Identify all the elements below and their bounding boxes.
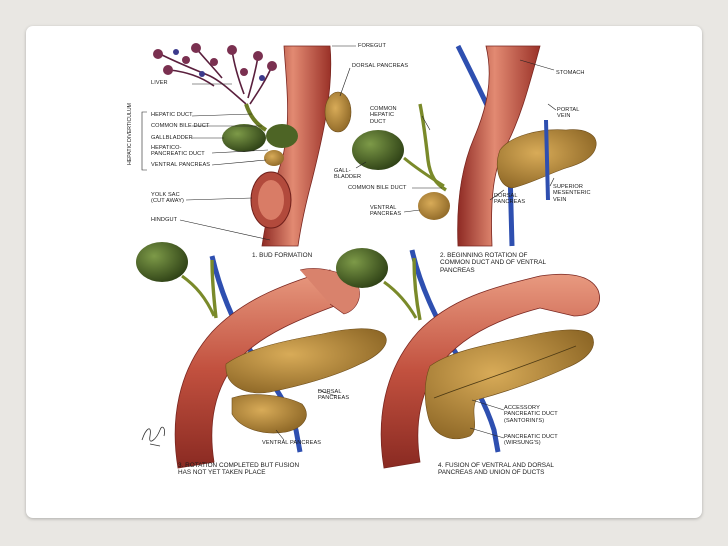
panel-4-fusion (336, 248, 600, 469)
caption-panel-4: 4. Fusion of Ventral and Dorsal Pancreas… (438, 462, 554, 477)
ventral-pancreas-3 (231, 394, 307, 434)
label-hepatic-diverticulum: Hepatic Diverticulum (127, 103, 133, 165)
gallbladder-bud (222, 124, 266, 152)
label-hepatico-pancreatic-duct: Hepatico- Pancreatic Duct (151, 145, 205, 158)
label-yolk-sac: Yolk Sac (Cut Away) (151, 192, 185, 205)
pancreatic-duct-line (433, 345, 577, 399)
panel-1-bud-formation (141, 43, 356, 247)
label-common-bile-duct-1: Common Bile Duct (151, 123, 210, 129)
label-gallbladder-2: Gall- bladder (334, 168, 362, 181)
gallbladder-2 (352, 130, 404, 170)
label-hepatic-duct: Hepatic Duct (151, 112, 193, 118)
label-common-bile-duct-2: Common Bile Duct (348, 185, 407, 191)
caption-panel-1: 1. Bud Formation (252, 252, 313, 259)
label-dorsal-pancreas-1: Dorsal Pancreas (352, 63, 409, 69)
label-dorsal-pancreas-3: Dorsal Pancreas (318, 389, 350, 402)
common-hepatic-duct-2 (418, 103, 447, 192)
caption-panel-2: 2. Beginning Rotation of Common Duct and… (440, 252, 547, 274)
caption-panel-3: 3. Rotation Completed but Fusion Has Not… (178, 462, 300, 477)
fused-pancreas-4 (424, 329, 594, 440)
label-hindgut: Hindgut (151, 217, 178, 223)
duodenum-3 (174, 269, 341, 469)
stomach-tube-2 (457, 45, 541, 247)
label-pancreatic-duct: Pancreatic Duct (Wirsung's) (504, 434, 558, 447)
label-ventral-pancreas-1: Ventral Pancreas (151, 162, 211, 168)
gallbladder-3 (136, 242, 188, 282)
label-foregut: Foregut (358, 43, 387, 49)
gallbladder-4 (336, 248, 388, 288)
label-liver: Liver (151, 80, 168, 86)
hepatic-duct (244, 103, 268, 132)
label-portal-vein: Portal Vein (557, 107, 580, 120)
label-dorsal-pancreas-2: Dorsal Pancreas (494, 193, 526, 206)
label-accessory-pancreatic-duct: Accessory Pancreatic Duct (Santorini's) (504, 405, 558, 424)
panel-2-beginning-rotation (352, 44, 597, 247)
label-stomach: Stomach (556, 70, 585, 76)
dorsal-pancreas-3 (225, 328, 387, 394)
label-ventral-pancreas-3: Ventral Pancreas (262, 440, 322, 446)
dorsal-pancreas-bud (324, 91, 352, 133)
label-superior-mesenteric-vein: Superior Mesenteric Vein (553, 184, 591, 203)
ventral-pancreas-bud (264, 150, 284, 166)
label-ventral-pancreas-2: Ventral Pancreas (370, 205, 402, 218)
panel-3-rotation-completed (136, 242, 387, 469)
ventral-pancreas-2 (418, 192, 450, 220)
label-gallbladder-1: Gallbladder (151, 135, 193, 141)
artist-signature (141, 426, 165, 447)
label-common-hepatic-duct: Common Hepatic Duct (370, 106, 397, 125)
